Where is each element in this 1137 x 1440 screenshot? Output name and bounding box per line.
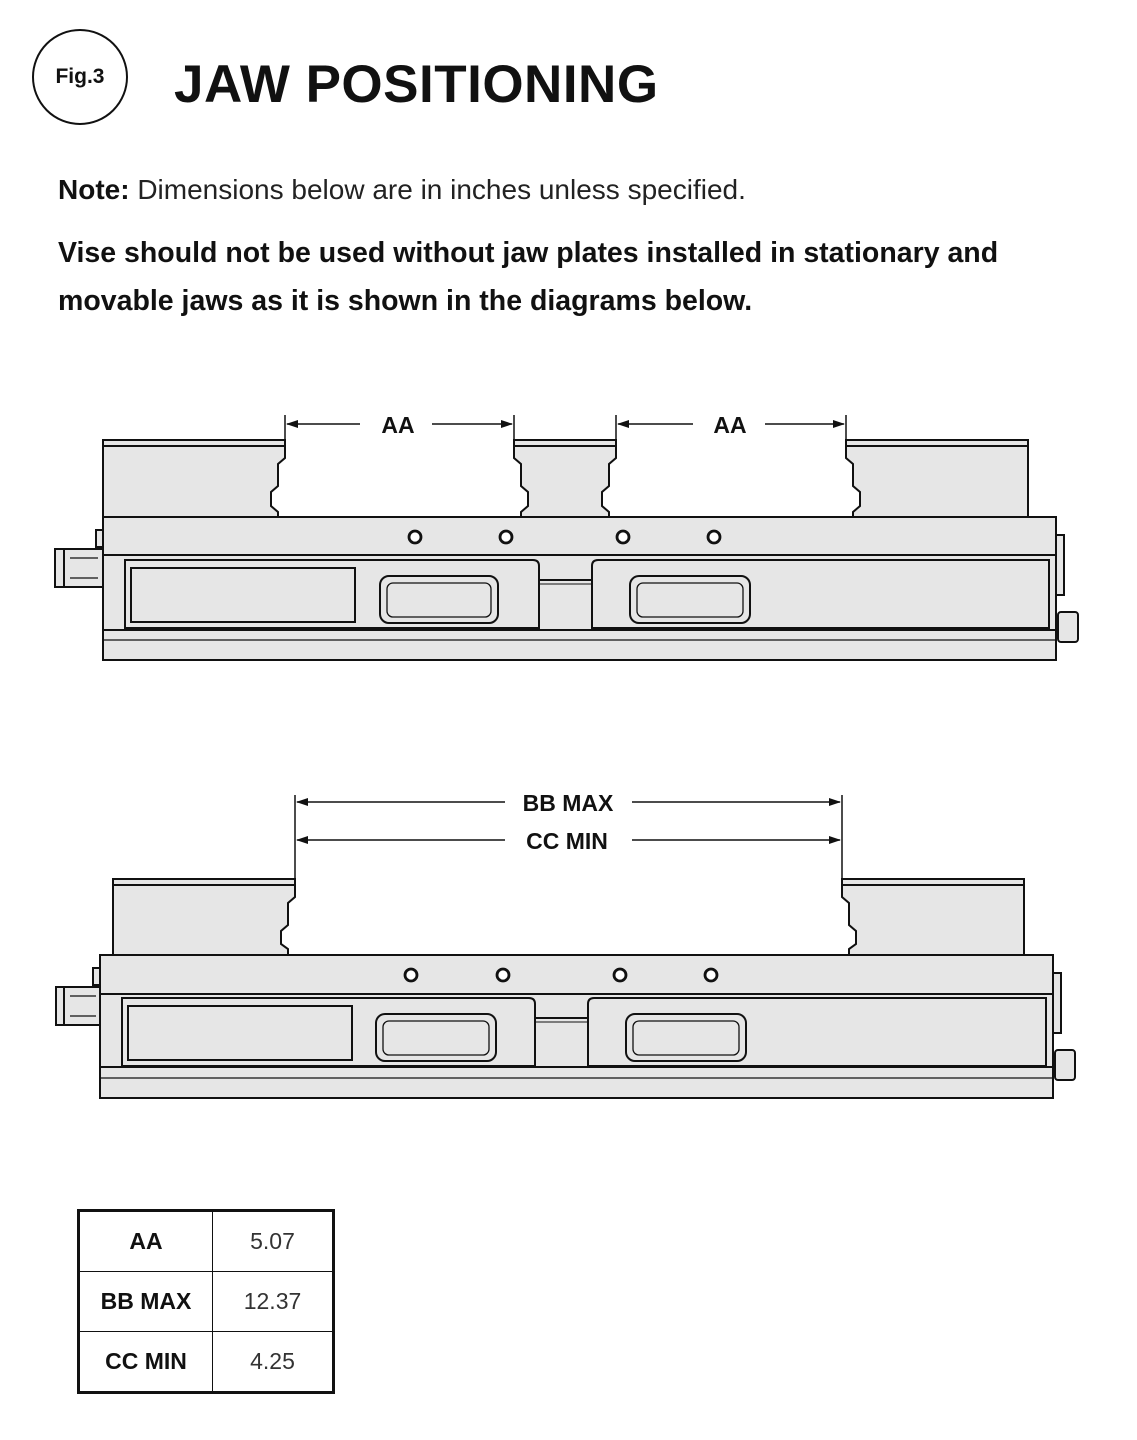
table-value: 5.07 [212,1210,334,1272]
end-knob-bottom [1054,1049,1076,1081]
left-jaw-open [112,878,296,956]
center-jaw [513,439,617,518]
end-knob [1057,611,1079,643]
dimensions-table: AA 5.07 BB MAX 12.37 CC MIN 4.25 [77,1209,335,1394]
table-row: CC MIN 4.25 [78,1331,334,1393]
slot-left [379,575,499,624]
table-row: AA 5.07 [78,1210,334,1272]
table-key: AA [78,1210,213,1272]
dim-label-bb-max: BB MAX [523,790,614,816]
page-title: JAW POSITIONING [174,55,659,114]
vise-diagrams: AA AA [54,412,1079,1099]
slot-right-bottom [625,1013,747,1062]
handle-block [54,548,104,588]
dim-label-cc-min: CC MIN [526,828,608,854]
left-jaw [102,439,286,518]
note: Note: Dimensions below are in inches unl… [58,172,746,208]
vise-bottom [55,878,1076,1099]
dimension-bb-cc [294,795,843,879]
slot-right [629,575,751,624]
right-jaw-open [841,878,1025,956]
table-value: 12.37 [212,1271,334,1332]
note-label: Note: [58,174,130,205]
table-key: BB MAX [78,1271,213,1332]
vise-body-bottom [99,954,1054,1099]
right-jaw [845,439,1029,518]
vise-body [102,516,1057,661]
dim-label-aa-right: AA [713,412,746,438]
figure-badge: Fig.3 [32,29,128,125]
handle-block-bottom [55,986,101,1026]
table-value: 4.25 [212,1331,334,1393]
slot-left-bottom [375,1013,497,1062]
dim-label-aa-left: AA [381,412,414,438]
dimension-aa [284,415,847,440]
vise-top [54,439,1079,661]
note-text: Dimensions below are in inches unless sp… [137,174,746,205]
warning-text: Vise should not be used without jaw plat… [58,237,999,317]
table-key: CC MIN [78,1331,213,1393]
table-row: BB MAX 12.37 [78,1271,334,1332]
